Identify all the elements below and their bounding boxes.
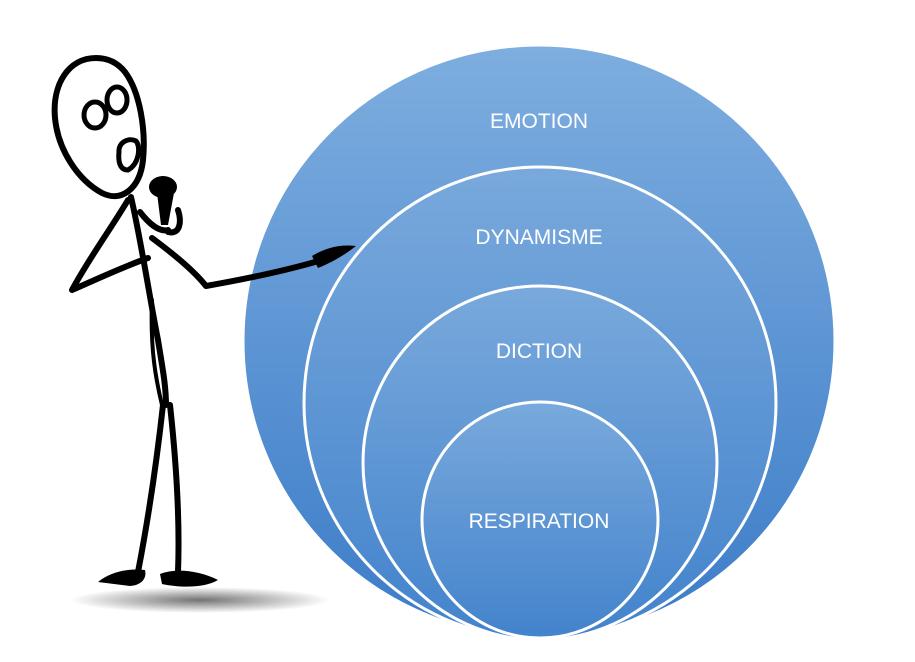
- level-label-dynamisme: DYNAMISME: [475, 226, 602, 249]
- level-label-respiration: RESPIRATION: [469, 510, 610, 533]
- left-leg: [135, 402, 166, 575]
- left-leg-inner: [149, 298, 164, 407]
- left-foot: [98, 569, 146, 586]
- level-label-emotion: EMOTION: [490, 110, 588, 133]
- head: [51, 55, 147, 200]
- level-label-diction: DICTION: [496, 340, 582, 363]
- stick-figure-speaker-icon: [51, 55, 356, 613]
- right-arm: [137, 207, 183, 236]
- left-arm: [69, 197, 151, 293]
- pointing-arm: [149, 235, 318, 289]
- figure-shadow: [70, 587, 330, 613]
- microphone-handle: [157, 193, 174, 225]
- right-leg: [167, 402, 182, 575]
- right-eye: [104, 84, 130, 116]
- torso: [128, 194, 169, 408]
- right-foot: [160, 570, 218, 587]
- pointing-hand: [312, 245, 356, 268]
- mouth: [116, 137, 142, 173]
- microphone-head: [149, 176, 177, 198]
- left-eye: [81, 99, 109, 131]
- nested-circles: EMOTION DYNAMISME DICTION RESPIRATION: [241, 43, 837, 642]
- circle-respiration: [420, 400, 660, 640]
